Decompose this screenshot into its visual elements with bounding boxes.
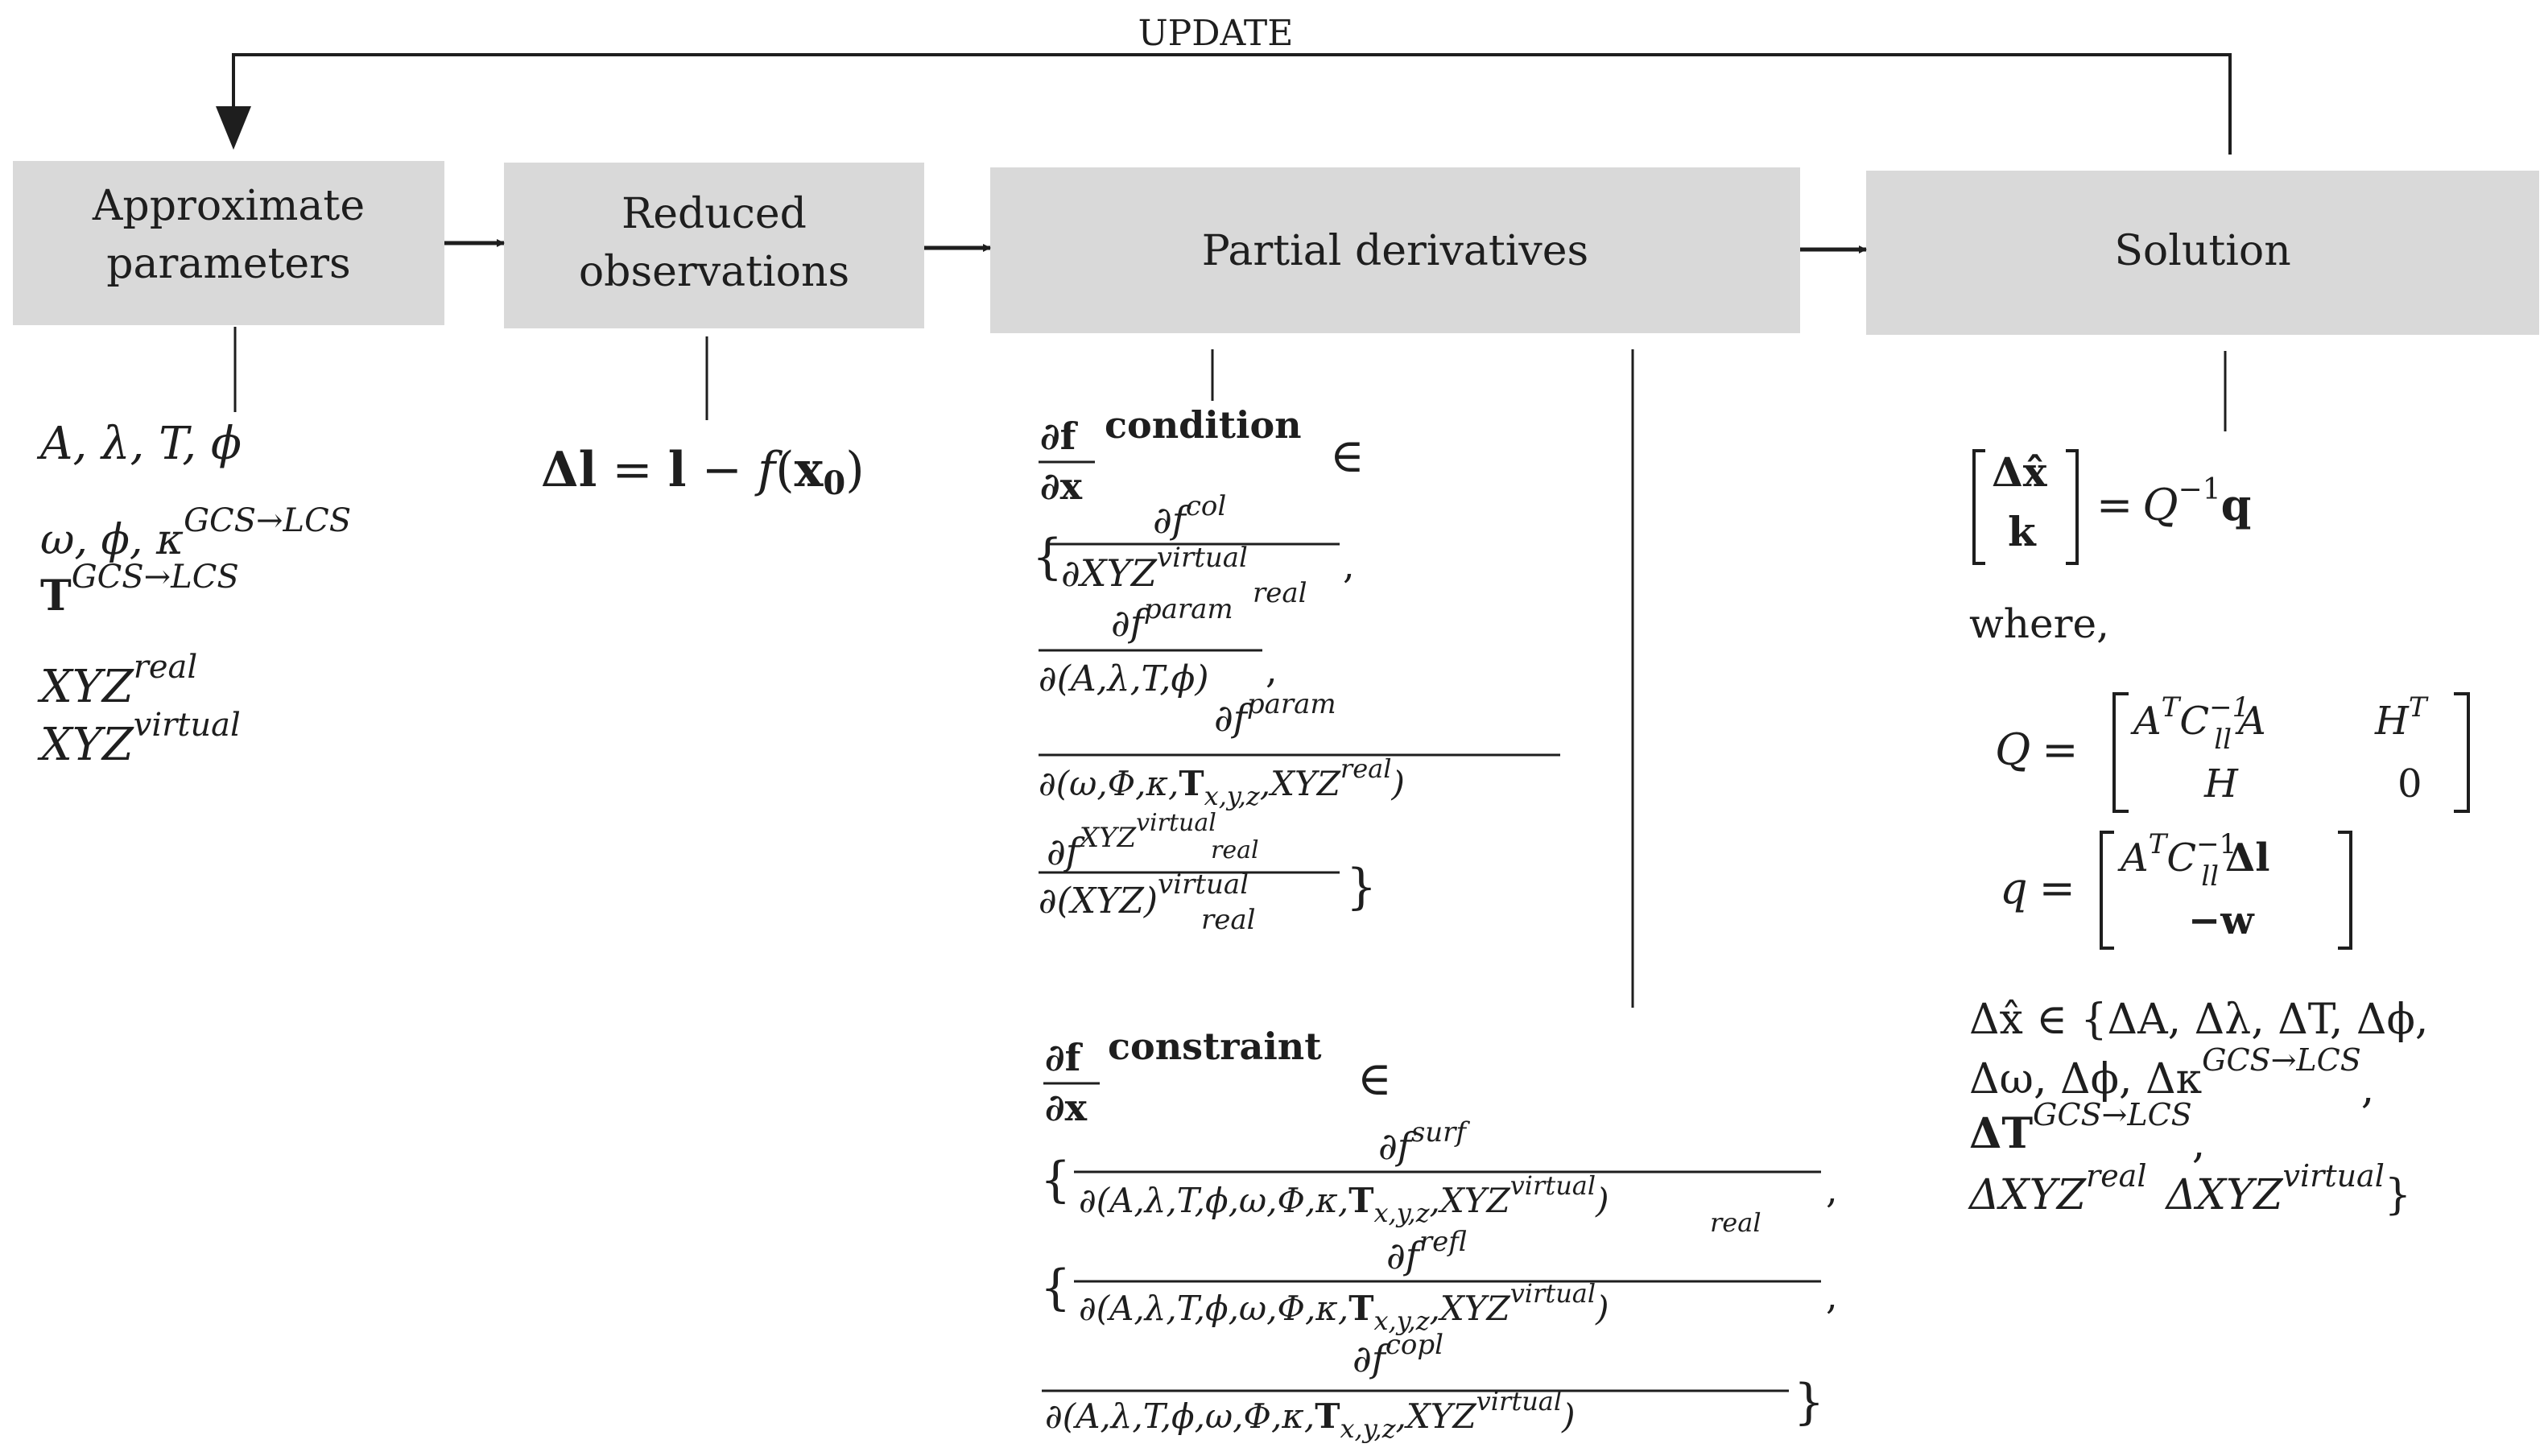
q-matrix-a21: H xyxy=(2203,761,2239,806)
constraint-derivatives: ∂f ∂x constraint ∈ { ∂fsurf ∂(A,λ,T,ϕ,ω,… xyxy=(1040,1025,1838,1444)
solution-vector-bottom: k xyxy=(2008,508,2037,555)
delta-x-set-line-1: Δx̂ ∈ {ΔA, Δλ, ΔT, Δϕ, xyxy=(1969,996,2428,1044)
constraint-term2-num: ∂frefl xyxy=(1386,1226,1467,1277)
approx-line-5: XYZvirtual xyxy=(37,707,241,771)
constraint-term3-num: ∂fcopl xyxy=(1353,1329,1443,1380)
approx-line-1: A, λ, T, ϕ xyxy=(36,418,242,470)
update-loop: UPDATE xyxy=(216,13,2232,155)
solution-where: where, xyxy=(1969,600,2109,647)
delta-x-set-line-2: Δω, Δϕ, ΔκGCS→LCS, xyxy=(1969,1042,2374,1113)
constraint-term1-den: ∂(A,λ,T,ϕ,ω,Φ,κ,Tx,y,z,XYZvirtual) xyxy=(1079,1170,1609,1228)
constraint-element-of: ∈ xyxy=(1357,1051,1392,1106)
condition-term1-num: ∂fcol xyxy=(1153,490,1226,542)
q-vector-label: q= xyxy=(2000,863,2075,914)
condition-term4-num: ∂fXYZvirtual xyxy=(1047,809,1216,873)
condition-element-of: ∈ xyxy=(1330,428,1365,483)
condition-term3-den: ∂(ω,Φ,κ,Tx,y,z,XYZreal) xyxy=(1039,753,1405,811)
constraint-brace1: { xyxy=(1040,1152,1071,1208)
condition-brace-open: { xyxy=(1032,529,1063,585)
box-solution: Solution xyxy=(1866,171,2539,335)
box-partial-derivatives: Partial derivatives xyxy=(990,167,1800,333)
condition-df: ∂f xyxy=(1040,415,1079,458)
q-vector-bottom: −w xyxy=(2188,898,2255,943)
condition-term1-den: ∂XYZvirtualreal xyxy=(1061,542,1307,609)
constraint-brace2: { xyxy=(1040,1260,1071,1316)
condition-term3-num: ∂fparam xyxy=(1214,688,1336,740)
condition-term2-num: ∂fparam xyxy=(1111,593,1233,645)
constraint-term1-den-sub: real xyxy=(1710,1207,1761,1238)
q-matrix-label: Q= xyxy=(1995,724,2079,775)
delta-x-set-line-3: ΔTGCS→LCS, xyxy=(1969,1097,2205,1168)
constraint-superscript: constraint xyxy=(1108,1025,1322,1068)
box-label: Approximate xyxy=(92,182,365,230)
constraint-dx: ∂x xyxy=(1045,1086,1088,1129)
constraint-term2-comma: , xyxy=(1826,1274,1838,1318)
constraint-brace-close: } xyxy=(1794,1374,1824,1430)
constraint-term3-den: ∂(A,λ,T,ϕ,ω,Φ,κ,Tx,y,z,XYZvirtual) xyxy=(1045,1386,1576,1444)
constraint-term1-num: ∂fsurf xyxy=(1378,1116,1470,1168)
solution-vector-bracket-right xyxy=(2066,449,2079,565)
approx-line-4: XYZreal xyxy=(37,649,197,713)
condition-superscript: condition xyxy=(1105,403,1302,447)
constraint-df: ∂f xyxy=(1045,1036,1084,1079)
box-label: observations xyxy=(579,248,849,296)
approx-line-2: ω, ϕ, κGCS→LCS xyxy=(40,502,351,564)
q-matrix-bracket-right xyxy=(2454,692,2470,813)
constraint-term2-den: ∂(A,λ,T,ϕ,ω,Φ,κ,Tx,y,z,XYZvirtual) xyxy=(1079,1278,1609,1336)
q-vector-bracket-right xyxy=(2338,831,2352,950)
condition-brace-close: } xyxy=(1346,859,1377,915)
update-label: UPDATE xyxy=(1138,13,1294,54)
box-reduced-observations: Reduced observations xyxy=(504,163,924,328)
box-label: Reduced xyxy=(622,190,807,238)
box-approximate-parameters: Approximate parameters xyxy=(13,161,444,325)
solution-vector-top: Δx̂ xyxy=(1992,448,2048,496)
q-vector-bracket-left xyxy=(2100,831,2114,950)
condition-term2-den: ∂(A,λ,T,ϕ) xyxy=(1039,658,1209,699)
condition-term4-num-sub: real xyxy=(1211,836,1259,864)
q-matrix-a12: HT xyxy=(2374,691,2429,744)
constraint-term1-comma: , xyxy=(1826,1168,1838,1211)
approx-line-3: TGCS→LCS xyxy=(40,559,239,621)
condition-dx: ∂x xyxy=(1040,464,1083,508)
box-label: Partial derivatives xyxy=(1202,227,1589,275)
box-label: parameters xyxy=(106,240,350,288)
update-connector xyxy=(232,53,2232,155)
solution-vector-bracket-left xyxy=(1972,449,1985,565)
condition-term1-comma: , xyxy=(1343,543,1355,587)
condition-term2-comma: , xyxy=(1266,648,1278,691)
q-matrix-a22: 0 xyxy=(2397,761,2422,806)
update-arrowhead xyxy=(216,106,251,150)
approximate-parameters-list: A, λ, T, ϕ ω, ϕ, κGCS→LCS TGCS→LCS XYZre… xyxy=(36,418,351,771)
box-label: Solution xyxy=(2114,227,2290,275)
solution-equation-rhs: =Q−1q xyxy=(2096,473,2251,530)
q-matrix-bracket-left xyxy=(2112,692,2129,813)
reduced-observation-equation: Δl = l − f(x0) xyxy=(541,442,865,502)
condition-derivatives: ∂f ∂x condition ∈ { ∂fcol ∂XYZvirtualrea… xyxy=(1032,403,1560,936)
